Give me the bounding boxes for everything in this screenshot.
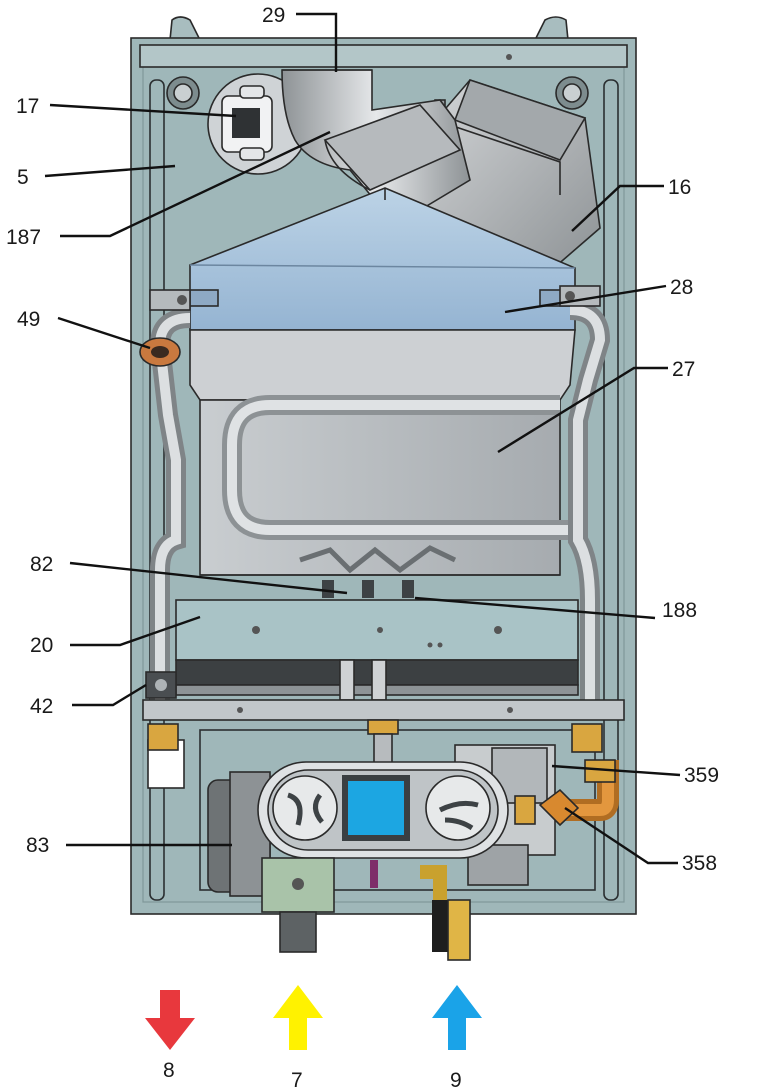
label-9: 9 bbox=[450, 1069, 462, 1090]
label-7: 7 bbox=[291, 1069, 303, 1090]
gas-inlet-arrow bbox=[273, 985, 323, 1050]
label-27: 27 bbox=[672, 358, 695, 381]
right-pipe bbox=[568, 300, 611, 715]
label-358: 358 bbox=[682, 852, 717, 875]
burner bbox=[175, 599, 579, 701]
bolt-right bbox=[555, 76, 589, 110]
left-pipe bbox=[149, 308, 191, 700]
label-188: 188 bbox=[662, 599, 697, 622]
electrodes bbox=[299, 545, 457, 598]
pump bbox=[207, 771, 271, 897]
cold-water-inlet-arrow bbox=[432, 985, 482, 1050]
bolt-left bbox=[166, 76, 200, 110]
label-5: 5 bbox=[17, 166, 29, 189]
label-20: 20 bbox=[30, 634, 53, 657]
safety-thermostat bbox=[139, 337, 181, 367]
label-8: 8 bbox=[163, 1059, 175, 1082]
label-17: 17 bbox=[16, 95, 39, 118]
label-29: 29 bbox=[262, 4, 285, 27]
flue-elbow bbox=[281, 69, 471, 227]
label-359: 359 bbox=[684, 764, 719, 787]
right-knob[interactable] bbox=[425, 775, 491, 841]
gas-connection bbox=[261, 857, 335, 953]
water-inlet-connection bbox=[420, 865, 471, 961]
display-screen bbox=[342, 775, 410, 841]
label-28: 28 bbox=[670, 276, 693, 299]
label-187: 187 bbox=[6, 226, 41, 249]
left-knob[interactable] bbox=[272, 775, 338, 841]
label-82: 82 bbox=[30, 553, 53, 576]
hot-water-outlet-arrow bbox=[145, 990, 195, 1050]
label-49: 49 bbox=[17, 308, 40, 331]
copper-pipe bbox=[514, 759, 619, 827]
label-83: 83 bbox=[26, 834, 49, 857]
label-42: 42 bbox=[30, 695, 53, 718]
callout-labels: 29 17 5 187 16 28 49 27 82 188 20 42 359… bbox=[6, 4, 719, 1090]
control-panel bbox=[257, 761, 509, 888]
heat-exchanger bbox=[189, 329, 576, 576]
flow-sensor bbox=[145, 671, 177, 699]
label-16: 16 bbox=[668, 176, 691, 199]
leader-lines bbox=[44, 12, 681, 865]
bracket-left bbox=[149, 289, 191, 311]
lower-frame bbox=[142, 699, 625, 891]
